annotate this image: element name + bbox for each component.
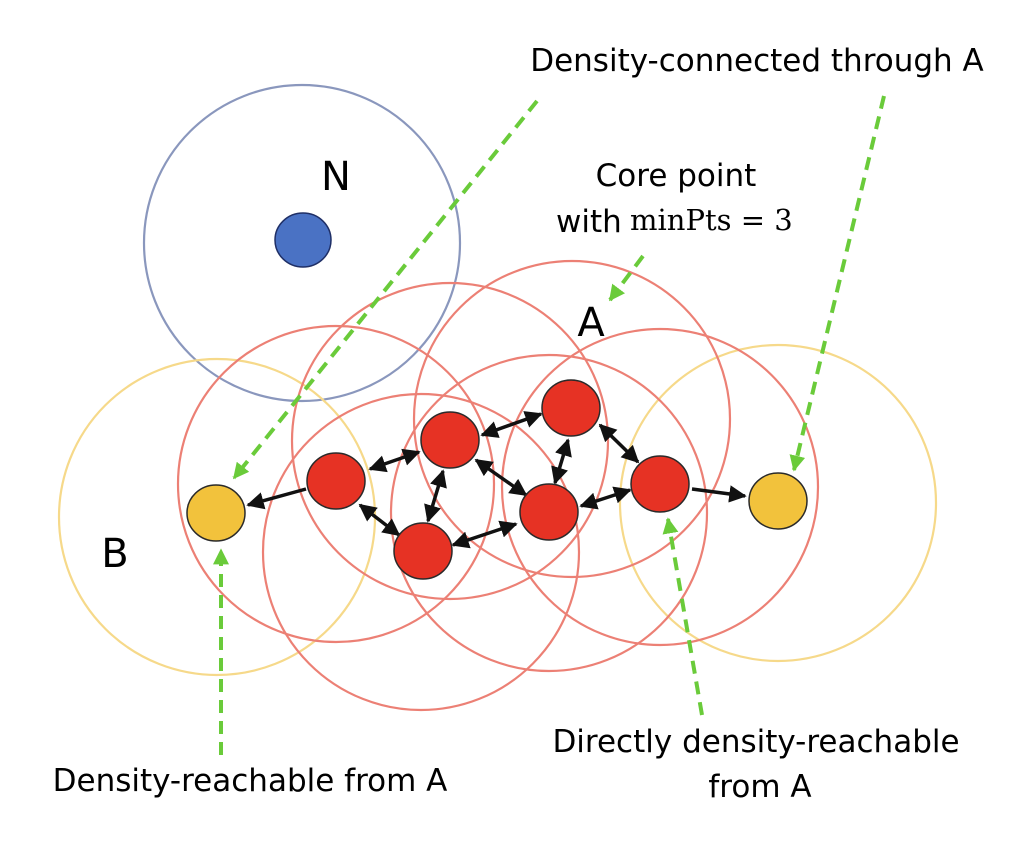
label-a: A [577,300,605,346]
core-point-minpts: minPts = 3 [630,203,793,237]
label-b: B [101,531,128,577]
annotation-arrows [213,95,886,755]
points [186,212,808,580]
reachability-arrow [480,411,543,438]
reachability-arrow [551,438,572,485]
core-radius-circle [261,392,581,712]
density-reachable-label: Density-reachable from A [53,763,448,799]
reachability-arrow [358,503,401,537]
reachability-arrow [424,469,447,523]
core-point-label-line1: Core point [596,158,757,194]
core-point-a [541,379,601,437]
directly-reachable-label-line1: Directly density-reachable [552,724,959,760]
core-point [519,483,579,541]
noise-radius-circle [142,83,462,403]
directly-reachable-label-line2: from A [708,769,811,805]
reachability-arrow [474,458,528,497]
reachability-arrow [451,520,518,549]
neighborhood-circles [57,83,938,712]
noise-point-n [274,212,332,268]
reachability-arrow [246,487,307,510]
directly-reachable-arrow [662,517,704,716]
core-point [630,455,690,513]
core-point [420,411,480,469]
label-n: N [321,154,351,200]
border-point-right [748,472,808,530]
core-point-label-with: with [556,204,622,240]
core-radius-circle [412,259,732,579]
reachability-arrows [246,411,747,549]
border-point-b [186,484,246,542]
reachability-arrow [368,448,421,473]
reachability-arrow [598,423,640,464]
reachability-arrow [579,486,632,510]
reachability-arrow [691,485,747,503]
density-connected-arrow-left [232,99,539,480]
density-connected-label: Density-connected through A [530,43,984,79]
core-point [306,452,366,510]
density-connected-arrow-right [789,95,886,472]
core-point-arrow [608,254,645,302]
core-point [393,522,453,580]
